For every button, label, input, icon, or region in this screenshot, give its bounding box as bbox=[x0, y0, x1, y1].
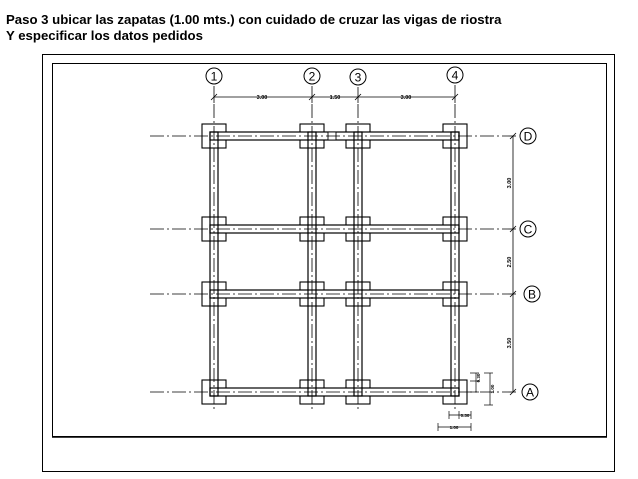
instruction-text: Paso 3 ubicar las zapatas (1.00 mts.) co… bbox=[6, 12, 634, 44]
row-axis-markers: D C B A bbox=[519, 127, 541, 401]
dim-corner-h-030: 0.30 bbox=[461, 413, 470, 418]
axis-label-A: A bbox=[526, 386, 534, 400]
dim-right-C-B: 2.50 bbox=[507, 257, 513, 268]
footings bbox=[201, 123, 468, 405]
axis-label-2: 2 bbox=[309, 70, 316, 84]
dim-right-B-A: 3.50 bbox=[507, 338, 513, 349]
axis-bubble-C bbox=[519, 220, 537, 238]
axis-label-B: B bbox=[528, 288, 536, 302]
instruction-line-2: Y especificar los datos pedidos bbox=[6, 28, 203, 43]
axis-label-C: C bbox=[524, 223, 533, 237]
dim-top-3-4: 3.00 bbox=[401, 95, 412, 101]
axis-bubble-B bbox=[523, 285, 541, 303]
right-dimension-chain bbox=[509, 132, 517, 396]
corner-horizontal-dimensions bbox=[437, 411, 472, 431]
drawing-frame-outer bbox=[42, 54, 615, 472]
axis-bubble-2 bbox=[303, 67, 321, 85]
dim-top-1-2: 3.00 bbox=[257, 95, 268, 101]
axis-lines bbox=[150, 104, 518, 412]
dim-top-2-3: 1.50 bbox=[330, 95, 341, 101]
dim-corner-v-030: 0.30 bbox=[476, 373, 481, 382]
instruction-line-1: Paso 3 ubicar las zapatas (1.00 mts.) co… bbox=[6, 12, 502, 27]
dim-corner-v-100: 1.00 bbox=[490, 384, 495, 393]
axis-bubble-4 bbox=[446, 66, 464, 84]
top-dimension-chain bbox=[210, 85, 459, 103]
axis-bubble-A bbox=[521, 383, 539, 401]
axis-bubble-1 bbox=[205, 67, 223, 85]
axis-bubble-3 bbox=[349, 68, 367, 86]
axis-label-3: 3 bbox=[355, 71, 362, 85]
axis-bubble-D bbox=[519, 127, 537, 145]
axis-label-1: 1 bbox=[211, 70, 218, 84]
column-axis-markers: 1 2 3 4 bbox=[205, 66, 464, 86]
dim-right-D-C: 3.00 bbox=[507, 178, 513, 189]
corner-vertical-dimensions bbox=[470, 372, 493, 406]
axis-label-D: D bbox=[524, 130, 533, 144]
axis-label-4: 4 bbox=[452, 69, 459, 83]
tie-beams bbox=[209, 131, 460, 397]
dim-corner-h-100: 1.00 bbox=[450, 425, 459, 430]
